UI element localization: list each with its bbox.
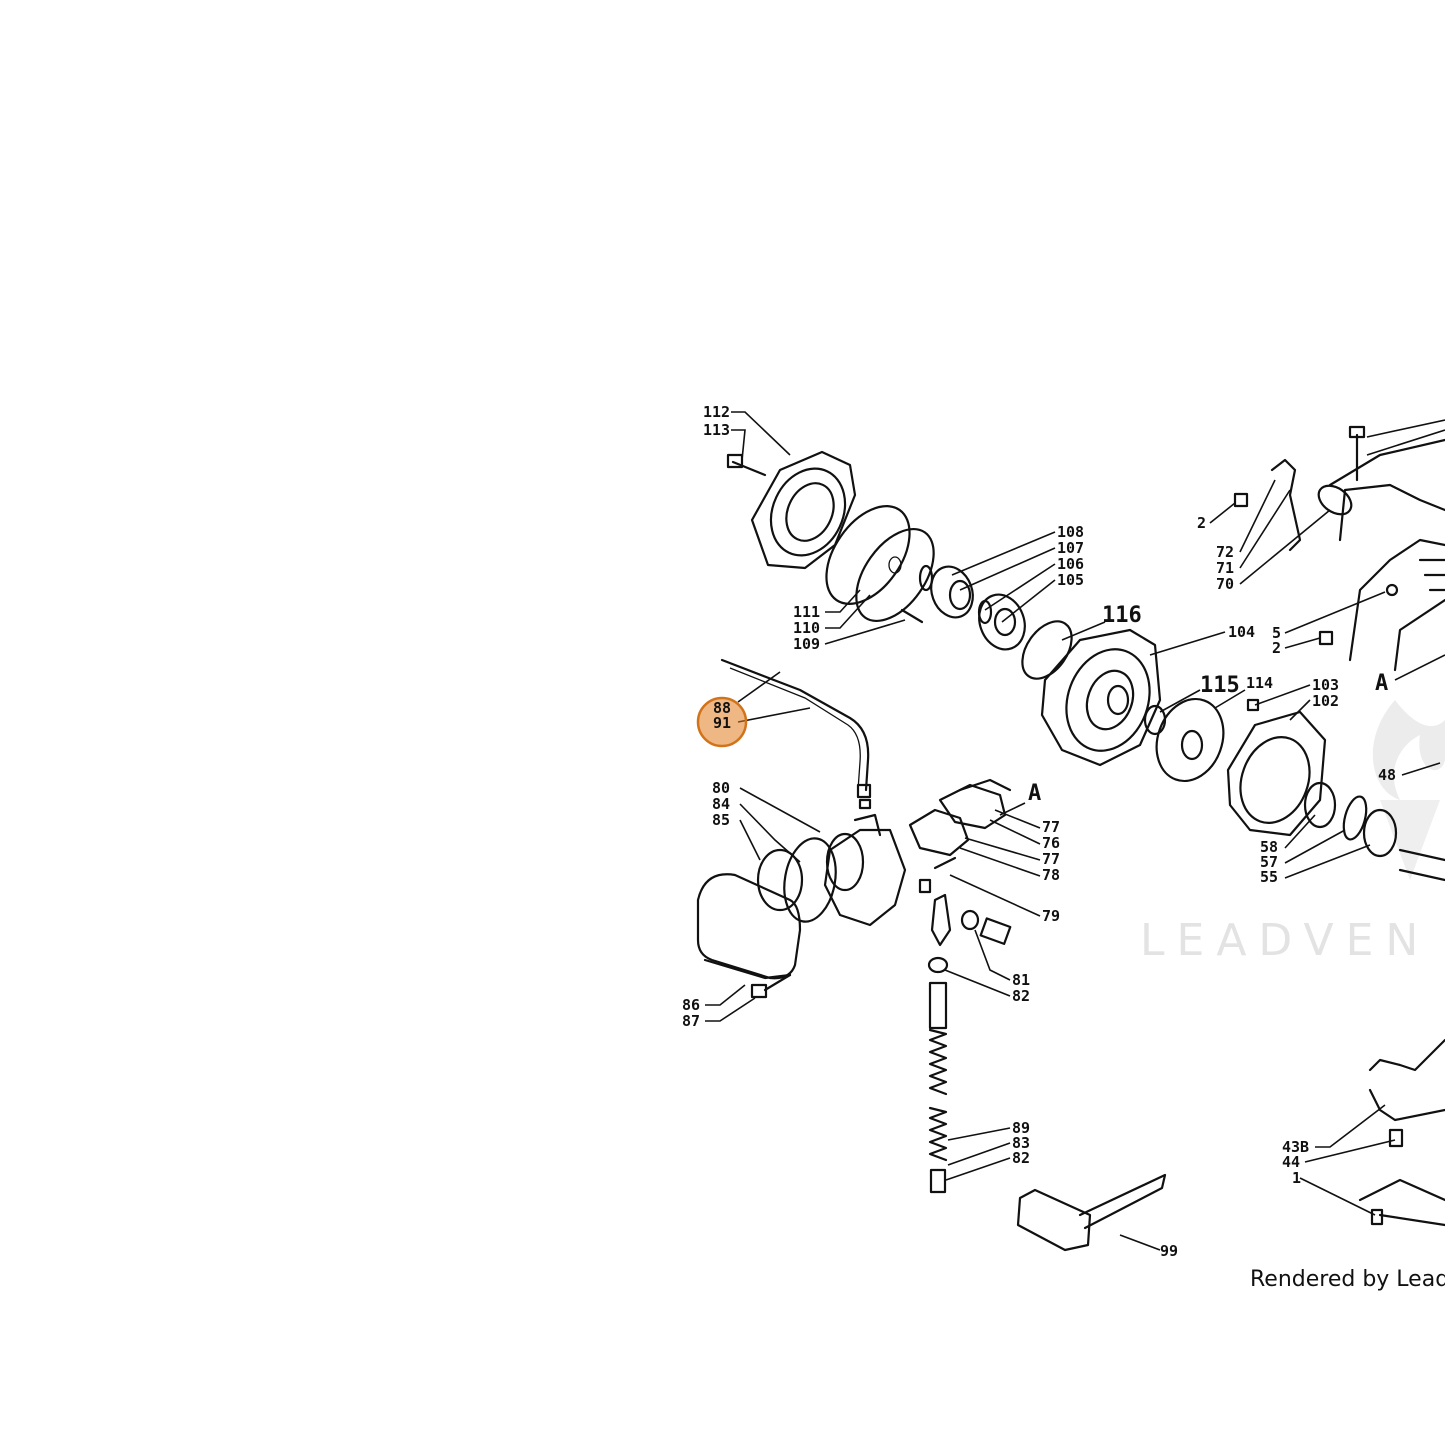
insulator-part <box>908 778 1012 894</box>
callout-88[interactable]: 88 <box>713 699 731 717</box>
lower-case-part <box>1358 1038 1445 1227</box>
callout-112[interactable]: 112 <box>703 403 730 421</box>
leader-lines <box>705 411 1445 1251</box>
callout-48[interactable]: 48 <box>1378 766 1396 784</box>
render-credit: Rendered by LeadVe <box>1250 1267 1445 1292</box>
callout-82-upper[interactable]: 82 <box>1012 987 1030 1005</box>
bracket-part <box>1233 458 1399 646</box>
callout-116[interactable]: 116 <box>1102 603 1142 628</box>
callout-102[interactable]: 102 <box>1312 692 1339 710</box>
callout-109[interactable]: 109 <box>793 635 820 653</box>
air-filter-cover-part <box>696 873 802 999</box>
callout-99[interactable]: 99 <box>1160 1242 1178 1260</box>
watermark-text: LEADVEN <box>1140 915 1430 966</box>
callout-82-lower[interactable]: 82 <box>1012 1149 1030 1167</box>
callout-110[interactable]: 110 <box>793 619 820 637</box>
rod-spring-part <box>928 981 948 1194</box>
callout-113[interactable]: 113 <box>703 421 730 439</box>
callout-105[interactable]: 105 <box>1057 571 1084 589</box>
callout-2-top[interactable]: 2 <box>1197 514 1206 532</box>
callout-106[interactable]: 106 <box>1057 555 1084 573</box>
callout-114[interactable]: 114 <box>1246 674 1273 692</box>
end-cover-part <box>726 450 857 570</box>
callout-A-right[interactable]: A <box>1375 671 1388 696</box>
callout-A-left[interactable]: A <box>1028 781 1041 806</box>
callout-1[interactable]: 1 <box>1292 1169 1301 1187</box>
callout-76[interactable]: 76 <box>1042 834 1060 852</box>
starter-housing-part <box>1226 698 1327 837</box>
callout-81[interactable]: 81 <box>1012 971 1030 989</box>
part-drawings <box>696 425 1445 1252</box>
callout-57[interactable]: 57 <box>1260 853 1278 871</box>
o-ring-gasket-part <box>825 505 935 624</box>
callout-77-bottom[interactable]: 77 <box>1042 850 1060 868</box>
callout-91[interactable]: 91 <box>713 714 731 732</box>
callout-104[interactable]: 104 <box>1228 623 1255 641</box>
callout-2-lower[interactable]: 2 <box>1272 639 1281 657</box>
callout-79[interactable]: 79 <box>1042 907 1060 925</box>
spark-plug-wrench-part <box>1016 1173 1167 1252</box>
crankcase-part <box>1328 425 1445 672</box>
callout-80[interactable]: 80 <box>712 779 730 797</box>
callout-43B[interactable]: 43B <box>1282 1138 1309 1156</box>
callout-5[interactable]: 5 <box>1272 624 1281 642</box>
watermark: LEADVEN <box>1140 700 1445 966</box>
callout-84[interactable]: 84 <box>712 795 730 813</box>
carburettor-part <box>756 813 907 927</box>
callout-70[interactable]: 70 <box>1216 575 1234 593</box>
throttle-cable-part <box>720 658 872 810</box>
callout-111[interactable]: 111 <box>793 603 820 621</box>
callout-86[interactable]: 86 <box>682 996 700 1014</box>
callout-89[interactable]: 89 <box>1012 1119 1030 1137</box>
callout-55[interactable]: 55 <box>1260 868 1278 886</box>
callout-115[interactable]: 115 <box>1200 673 1240 698</box>
seal-ring-part <box>1021 620 1073 680</box>
callout-107[interactable]: 107 <box>1057 539 1084 557</box>
callout-44[interactable]: 44 <box>1282 1153 1300 1171</box>
callout-58[interactable]: 58 <box>1260 838 1278 856</box>
callout-87[interactable]: 87 <box>682 1012 700 1030</box>
callout-72[interactable]: 72 <box>1216 543 1234 561</box>
clutch-housing-part <box>1040 628 1162 767</box>
callout-83[interactable]: 83 <box>1012 1134 1030 1152</box>
callout-108[interactable]: 108 <box>1057 523 1084 541</box>
bearing-set-part <box>918 564 1026 651</box>
highlight-marker[interactable] <box>696 696 748 748</box>
callout-labels: 112 113 108 107 106 105 111 110 109 116 … <box>682 403 1396 1260</box>
throttle-lever-part <box>927 893 1012 974</box>
callout-77-top[interactable]: 77 <box>1042 818 1060 836</box>
shaft-bearings-part <box>1303 781 1445 882</box>
callout-103[interactable]: 103 <box>1312 676 1339 694</box>
callout-78[interactable]: 78 <box>1042 866 1060 884</box>
callout-85[interactable]: 85 <box>712 811 730 829</box>
callout-71[interactable]: 71 <box>1216 559 1234 577</box>
cover-plate-part <box>1155 697 1225 783</box>
